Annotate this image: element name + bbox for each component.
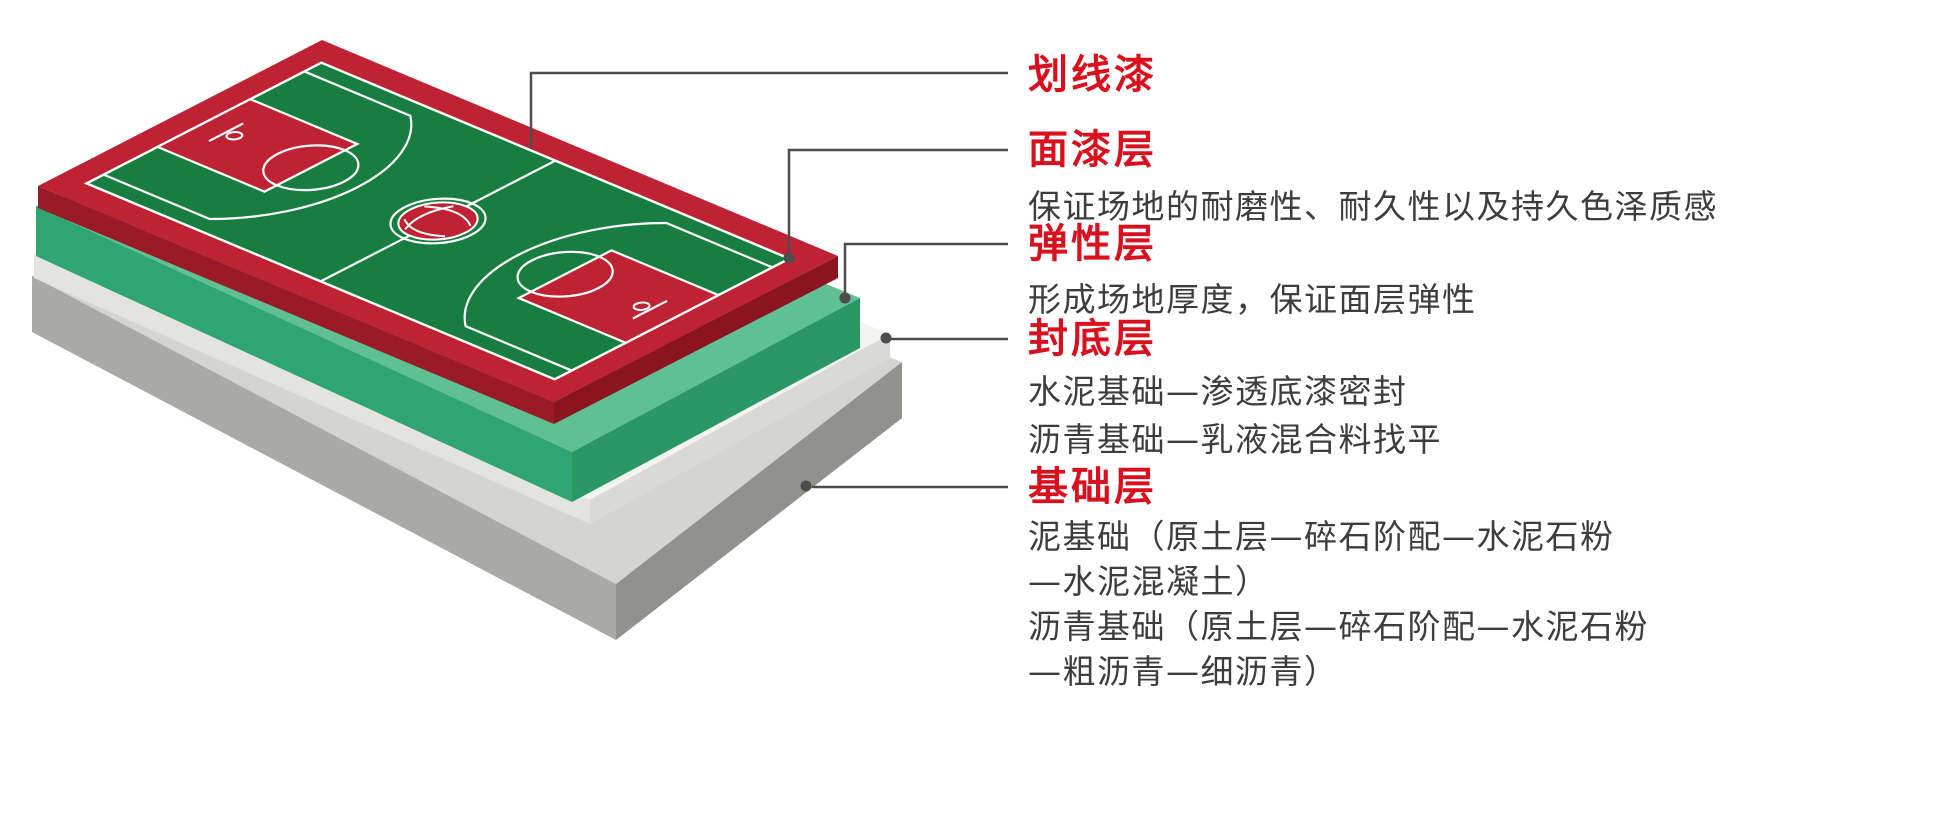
label-line-paint: 划线漆 — [1028, 51, 1157, 99]
court-backboard-left — [209, 124, 243, 142]
court-center-logo-swirl — [391, 200, 483, 243]
desc-line: 沥青基础—乳液混合料找平 — [1028, 420, 1442, 459]
court-key-right — [519, 250, 719, 342]
leader-lines — [529, 71, 1008, 492]
base-layer-left-face — [32, 276, 616, 640]
label-top-coat-title: 面漆层 — [1028, 127, 1157, 173]
label-elastic-layer-title: 弹性层 — [1028, 221, 1157, 267]
seal-layer-right-face — [590, 334, 890, 524]
desc-line: 形成场地厚度，保证面层弹性 — [1028, 280, 1477, 319]
label-top-coat-desc: 保证场地的耐磨性、耐久性以及持久色泽质感 — [1028, 183, 1718, 231]
court-three-point-line-right — [418, 203, 772, 370]
label-elastic-layer: 弹性层 — [1028, 220, 1157, 268]
court-free-throw-circle-right — [498, 243, 633, 306]
seal-layer-left-face — [34, 254, 590, 524]
leader-line-line-paint — [529, 71, 1008, 148]
court-free-throw-circle-left — [244, 136, 379, 199]
label-seal-layer: 封底层 — [1028, 315, 1157, 363]
desc-line: 水泥基础—渗透底漆密封 — [1028, 372, 1408, 411]
desc-line: 保证场地的耐磨性、耐久性以及持久色泽质感 — [1028, 187, 1718, 226]
court-three-point-line-left — [104, 71, 458, 238]
surface-layer-left-face — [38, 186, 554, 424]
label-base-layer-title: 基础层 — [1028, 464, 1157, 510]
desc-line: 沥青基础（原土层—碎石阶配—水泥石粉 — [1028, 607, 1649, 646]
surface-layer-right-face — [554, 256, 838, 424]
label-seal-layer-desc: 水泥基础—渗透底漆密封 沥青基础—乳液混合料找平 — [1028, 368, 1442, 464]
court-backboard-right — [633, 301, 667, 319]
court-key-left — [158, 99, 358, 191]
leader-line-elastic-layer — [843, 242, 1008, 293]
label-base-layer-desc: 泥基础（原土层—碎石阶配—水泥石粉 —水泥混凝土） 沥青基础（原土层—碎石阶配—… — [1028, 514, 1649, 694]
label-top-coat: 面漆层 — [1028, 126, 1157, 174]
base-layer-right-face — [616, 362, 902, 640]
desc-line: —粗沥青—细沥青） — [1028, 652, 1339, 691]
leader-dot-seal-layer — [880, 332, 892, 344]
leader-dot-top-coat — [783, 252, 795, 264]
label-elastic-layer-desc: 形成场地厚度，保证面层弹性 — [1028, 276, 1477, 324]
label-base-layer: 基础层 — [1028, 463, 1157, 511]
desc-line: —水泥混凝土） — [1028, 562, 1270, 601]
court-markings — [87, 63, 790, 380]
elastic-layer-left-face — [36, 206, 572, 502]
court-hoop-right — [630, 301, 652, 311]
court-hoop-left — [223, 131, 245, 141]
label-seal-layer-title: 封底层 — [1028, 316, 1157, 362]
desc-line: 泥基础（原土层—碎石阶配—水泥石粉 — [1028, 517, 1615, 556]
elastic-layer-right-face — [572, 298, 860, 502]
leader-line-top-coat — [787, 148, 1008, 252]
court-center-circle — [371, 190, 506, 253]
label-line-paint-title: 划线漆 — [1028, 52, 1157, 98]
leader-dot-base-layer — [800, 480, 812, 492]
leader-dot-elastic-layer — [839, 292, 851, 304]
